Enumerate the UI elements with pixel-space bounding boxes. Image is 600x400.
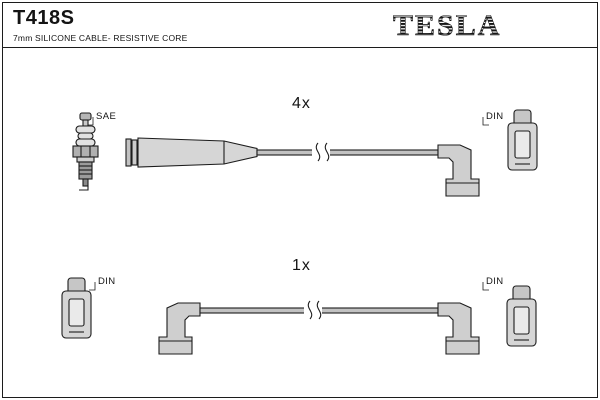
din-terminal-icon [507, 109, 538, 171]
brand-logo: TESLA [393, 9, 501, 43]
subtitle: 7mm SILICONE CABLE- RESISTIVE CORE [13, 33, 188, 43]
din-terminal-icon [61, 277, 92, 339]
cable [256, 149, 439, 156]
row2-left-connector-label: DIN [98, 276, 116, 287]
row1-quantity-label: 4x [292, 95, 311, 112]
part-number: T418S [13, 7, 75, 29]
elbow-boot [437, 144, 480, 197]
cable-break-icon [324, 142, 330, 162]
row2-quantity-label: 1x [292, 257, 311, 274]
row2-right-connector-label: DIN [486, 276, 504, 287]
header-divider [3, 47, 597, 48]
boot-ridge [131, 139, 138, 166]
cable-break-icon [315, 142, 321, 162]
cable-break-icon [316, 300, 322, 320]
cable-break-icon [307, 300, 313, 320]
din-terminal-icon [506, 285, 537, 347]
spark-plug-icon [72, 112, 99, 191]
row1-right-connector-label: DIN [486, 111, 504, 122]
cable-assembly-row2 [158, 300, 480, 355]
straight-boot [137, 137, 258, 168]
boot-ridge [125, 138, 132, 167]
brand-text: TESLA [393, 9, 501, 42]
elbow-boot [437, 302, 480, 355]
row1-left-connector-label: SAE [96, 111, 117, 122]
elbow-boot [158, 302, 201, 355]
label-leader-lines [88, 117, 489, 291]
cable-assembly-row1 [125, 137, 480, 197]
